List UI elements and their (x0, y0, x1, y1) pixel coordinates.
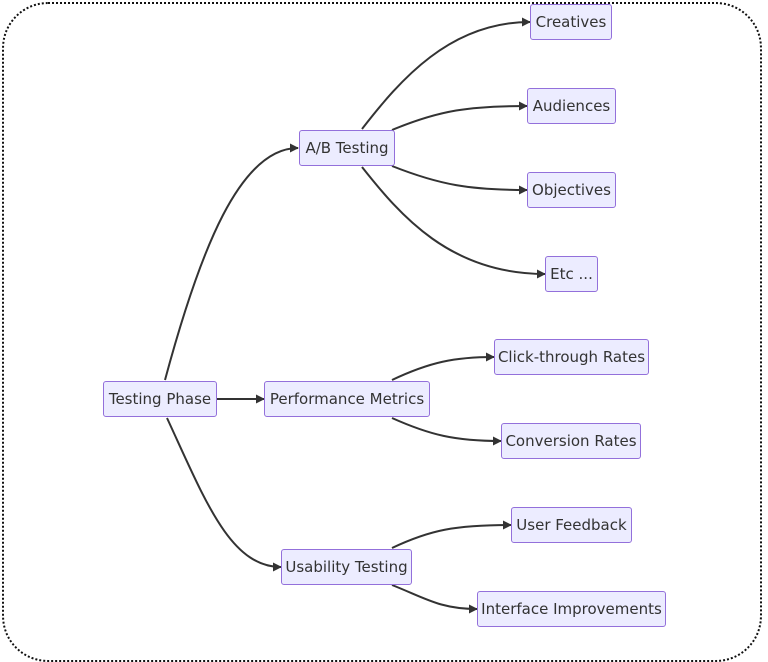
edge-ab-testing-to-creatives (361, 17, 531, 130)
node-audiences[interactable]: Audiences (527, 88, 616, 124)
edge-ab-testing-to-etc (361, 166, 546, 279)
edge-ab-testing-to-audiences (391, 101, 528, 131)
node-objectives[interactable]: Objectives (527, 172, 616, 208)
edge-testing-phase-to-ab-testing (164, 143, 299, 381)
node-ab-testing[interactable]: A/B Testing (299, 130, 395, 166)
edge-usability-testing-to-interface-improvements (391, 584, 478, 614)
node-usability-testing[interactable]: Usability Testing (281, 549, 412, 585)
node-interface-improvements[interactable]: Interface Improvements (477, 591, 666, 627)
edge-testing-phase-to-usability-testing (166, 417, 282, 572)
node-conversion-rates[interactable]: Conversion Rates (501, 423, 641, 459)
edge-ab-testing-to-objectives (391, 165, 528, 195)
node-etc[interactable]: Etc ... (545, 256, 598, 292)
node-user-feedback[interactable]: User Feedback (511, 507, 632, 543)
node-testing-phase[interactable]: Testing Phase (103, 381, 217, 417)
edge-performance-metrics-to-click-through-rates (391, 352, 495, 381)
edge-layer (164, 17, 546, 614)
edge-usability-testing-to-user-feedback (391, 520, 512, 549)
edge-performance-metrics-to-conversion-rates (391, 417, 502, 446)
node-performance-metrics[interactable]: Performance Metrics (264, 381, 430, 417)
node-creatives[interactable]: Creatives (530, 4, 612, 40)
node-click-through-rates[interactable]: Click-through Rates (494, 339, 649, 375)
